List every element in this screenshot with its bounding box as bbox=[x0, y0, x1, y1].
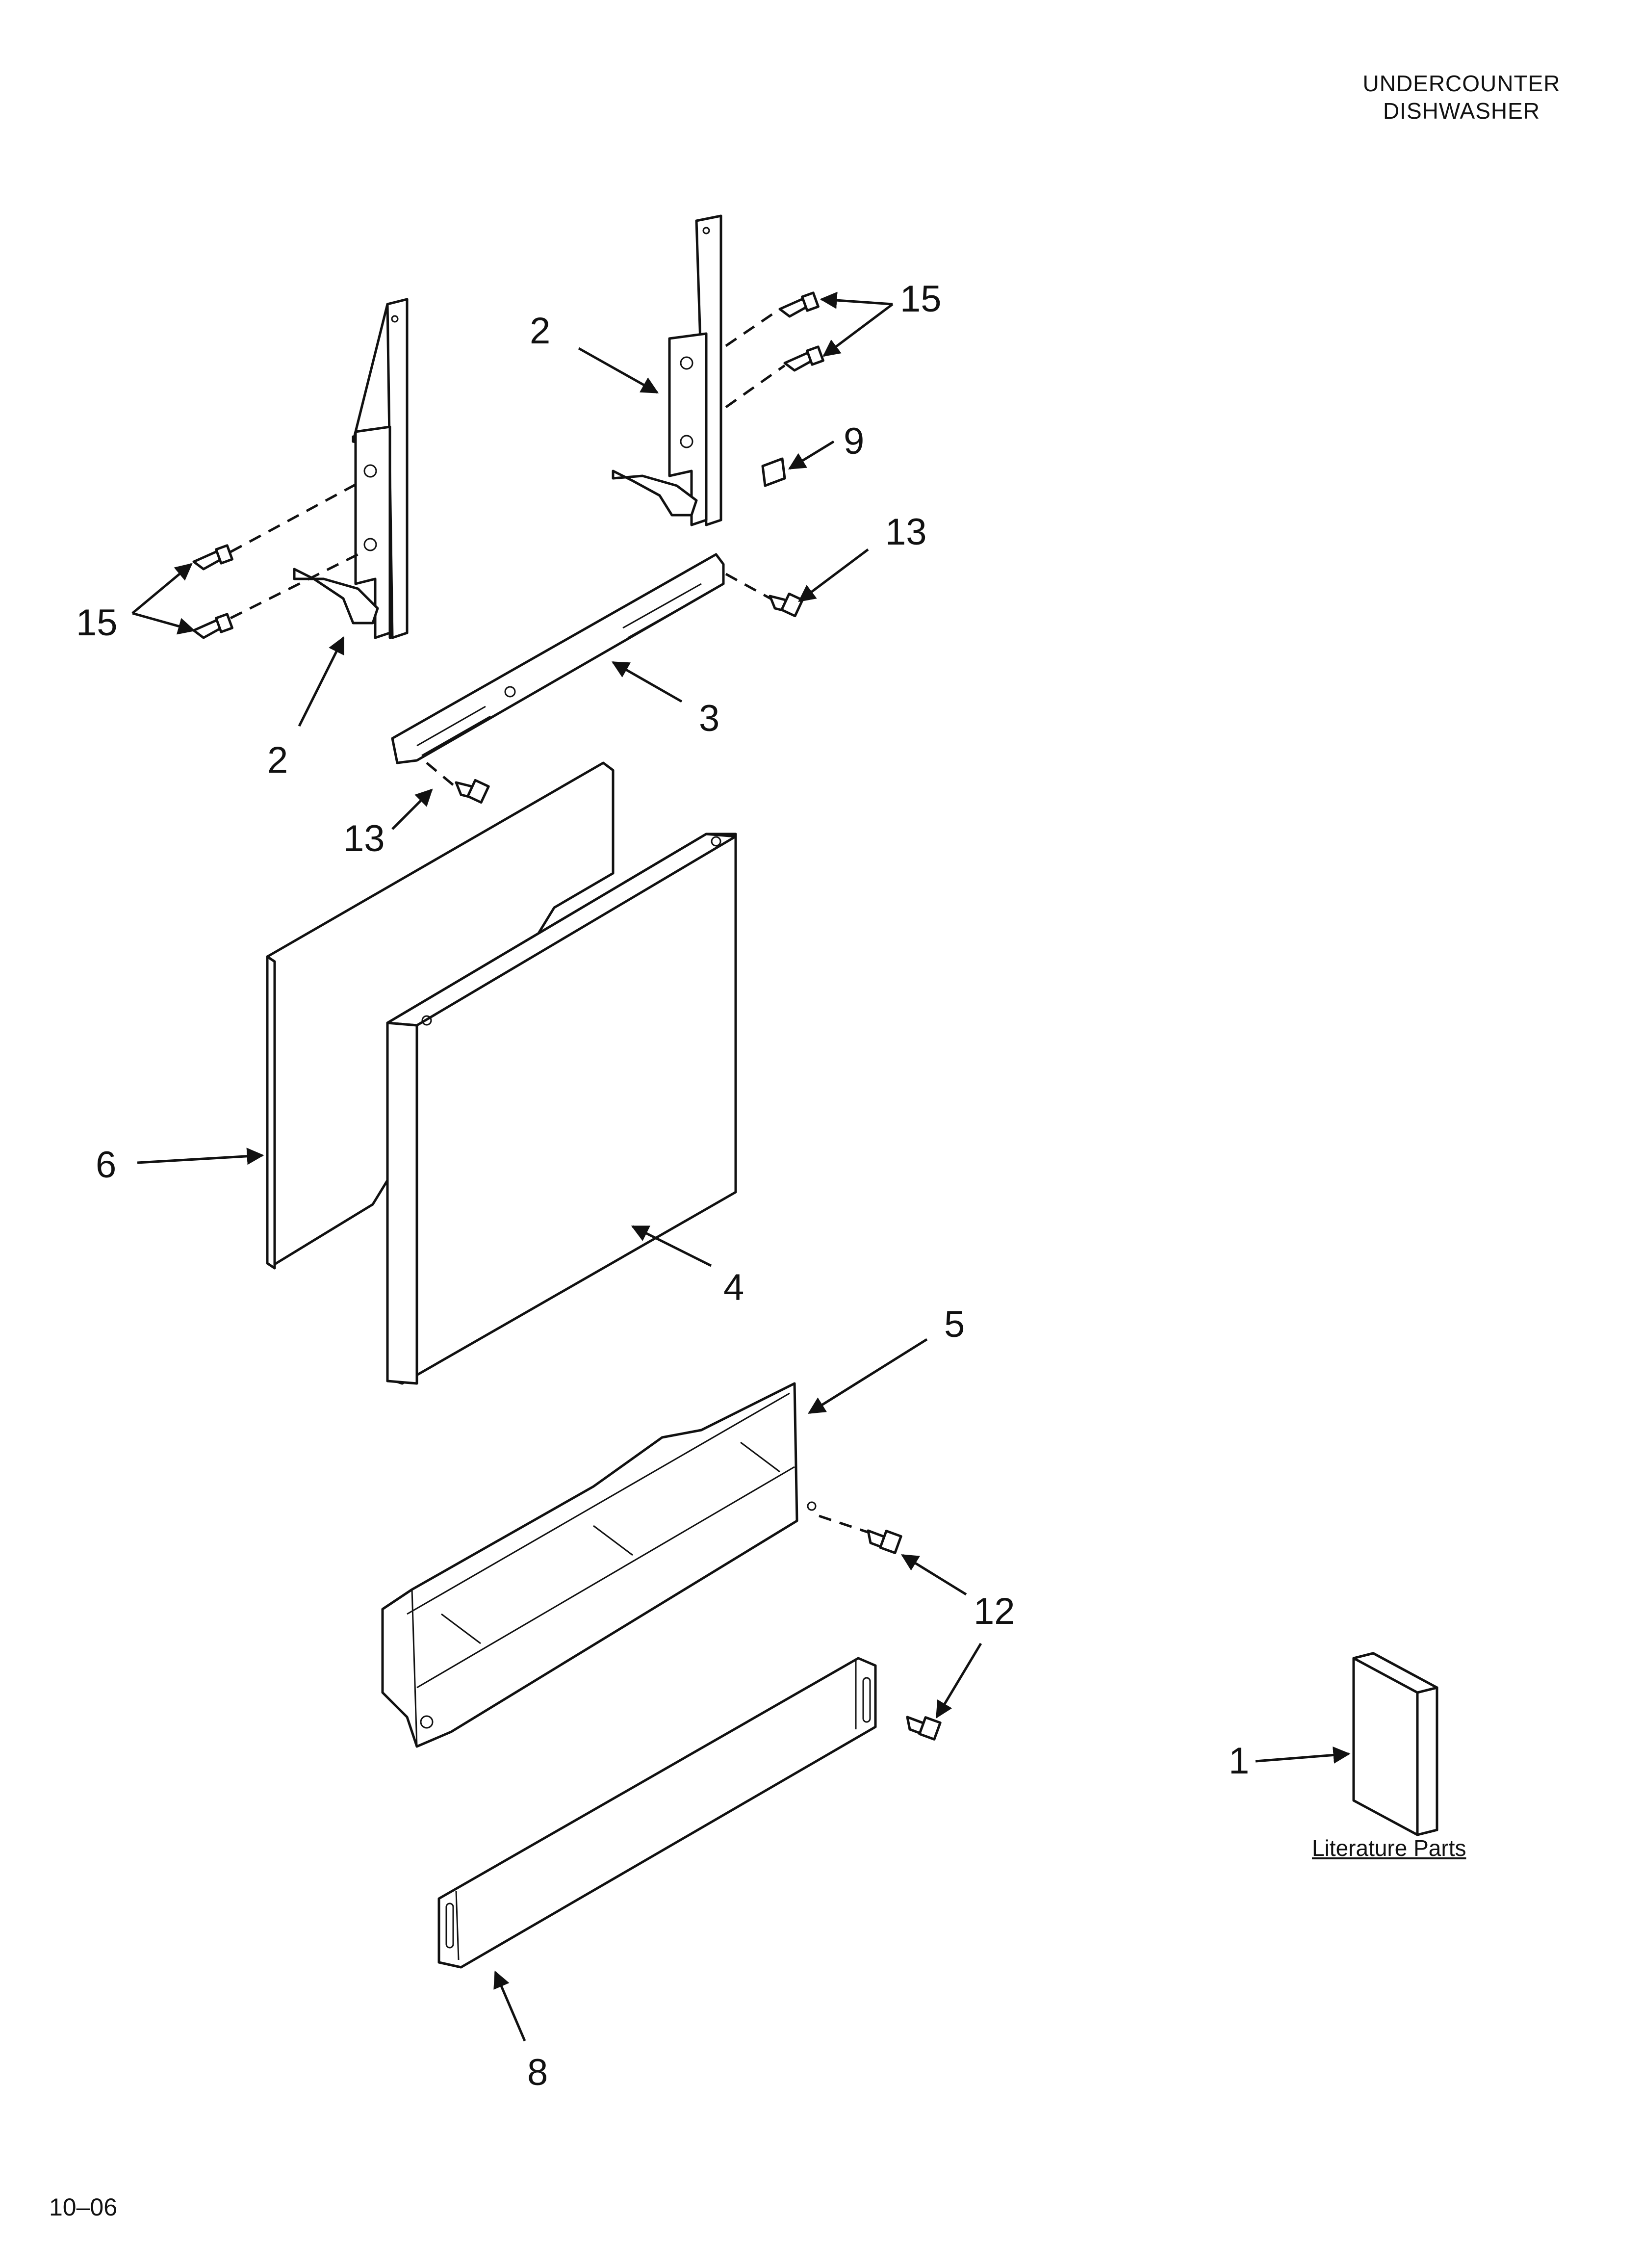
callout-15-left: 15 bbox=[76, 602, 118, 644]
toe-panel-part-5 bbox=[381, 1382, 817, 1748]
screw-13-right bbox=[769, 592, 804, 618]
callout-2-right: 2 bbox=[530, 310, 550, 352]
door-panel-part-4 bbox=[386, 833, 737, 1385]
screw-15-left-upper bbox=[192, 544, 233, 571]
callout-8: 8 bbox=[527, 2052, 548, 2093]
callout-5: 5 bbox=[944, 1303, 965, 1345]
callout-13-left: 13 bbox=[343, 818, 385, 860]
callout-9: 9 bbox=[844, 420, 864, 462]
kick-plate-part-8 bbox=[437, 1657, 877, 1969]
callout-3: 3 bbox=[699, 698, 719, 739]
title-line-2: DISHWASHER bbox=[1383, 98, 1540, 124]
footer-code: 10–06 bbox=[49, 2193, 118, 2221]
screw-12-lower bbox=[906, 1716, 942, 1741]
screw-12-upper bbox=[867, 1529, 902, 1554]
screw-15-right-lower bbox=[783, 345, 824, 372]
literature-parts-label: Literature Parts bbox=[1312, 1835, 1466, 1861]
mounting-rail-part-3 bbox=[391, 553, 725, 764]
literature-book-part-1 bbox=[1352, 1652, 1438, 1836]
callout-13-right: 13 bbox=[885, 511, 927, 553]
screw-15-left-lower bbox=[192, 613, 233, 639]
callout-12: 12 bbox=[974, 1590, 1015, 1632]
left-hinge-bracket bbox=[293, 298, 409, 639]
callout-4: 4 bbox=[723, 1267, 744, 1308]
screw-15-right-upper bbox=[778, 291, 820, 318]
clip-part-9 bbox=[761, 457, 786, 487]
callout-6: 6 bbox=[96, 1144, 116, 1186]
leader-arrows bbox=[131, 291, 1351, 2041]
callout-15-right: 15 bbox=[900, 278, 942, 320]
right-hinge-bracket bbox=[612, 214, 722, 526]
title-line-1: UNDERCOUNTER bbox=[1362, 71, 1561, 96]
screw-13-left bbox=[455, 779, 490, 804]
callout-2-left: 2 bbox=[267, 739, 288, 781]
callout-1: 1 bbox=[1229, 1740, 1249, 1782]
diagram-title: UNDERCOUNTER DISHWASHER bbox=[1324, 70, 1599, 125]
